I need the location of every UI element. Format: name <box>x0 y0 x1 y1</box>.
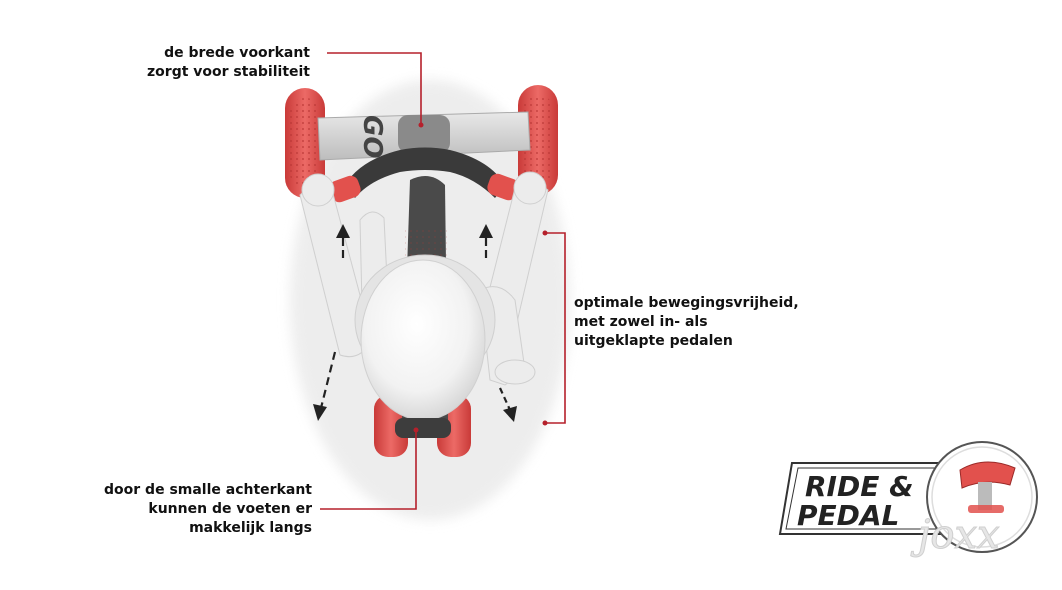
motion-arrows <box>313 224 517 422</box>
annotation-middle-line-1: optimale bewegingsvrijheid, <box>574 295 799 311</box>
annotation-front-line-1: de brede voorkant <box>164 45 310 61</box>
logo-line1: RIDE & <box>805 470 914 503</box>
arrow-down-left <box>313 351 337 421</box>
handlebar <box>345 147 505 198</box>
front-left-wheel <box>285 88 325 198</box>
brand-mark: GO <box>357 115 387 158</box>
logo-script: joxx <box>910 512 1000 558</box>
annotation-middle-line-2: met zowel in- als <box>574 314 708 330</box>
right-grip <box>487 173 519 201</box>
annotation-middle: optimale bewegingsvrijheid, met zowel in… <box>574 294 799 351</box>
logo-seat-icon <box>959 461 1016 489</box>
ride-and-pedal-logo: RIDE & PEDAL joxx <box>778 441 1038 559</box>
annotation-rear-line-1: door de smalle achterkant <box>104 482 312 498</box>
callout-rear-line <box>320 430 417 510</box>
callout-lines <box>320 52 566 510</box>
annotation-rear-line-3: makkelijk langs <box>189 520 312 536</box>
annotation-rear-line-2: kunnen de voeten er <box>148 501 312 517</box>
callout-middle-line <box>545 232 566 424</box>
figure-helmet <box>360 259 486 421</box>
annotation-rear: door de smalle achterkant kunnen de voet… <box>104 481 312 538</box>
annotation-front-line-2: zorgt voor stabiliteit <box>147 64 310 80</box>
annotation-front: de brede voorkant zorgt voor stabiliteit <box>147 44 310 82</box>
steering-hub <box>398 115 450 153</box>
arrow-up-left <box>336 224 350 258</box>
rear-seat <box>395 418 451 438</box>
left-grip <box>329 175 361 203</box>
arrow-up-right <box>479 224 493 258</box>
logo-line2: PEDAL <box>797 499 899 532</box>
callout-front-line <box>327 52 422 125</box>
arrow-down-right <box>498 387 517 422</box>
annotation-middle-line-3: uitgeklapte pedalen <box>574 333 733 349</box>
